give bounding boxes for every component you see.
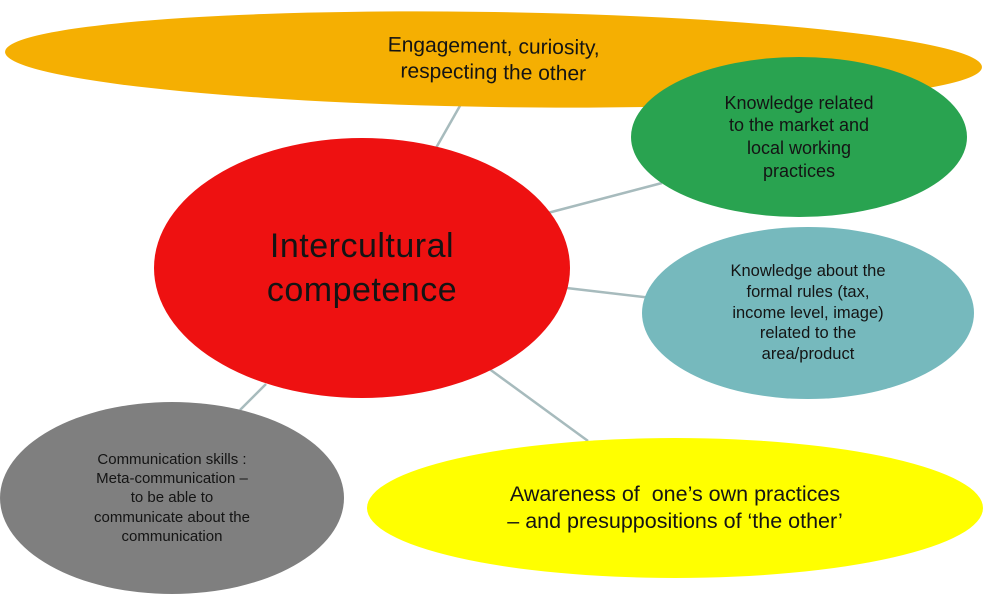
connector-center-to-market-knowledge	[539, 181, 663, 217]
node-awareness-label: Awareness of one’s own practices – and p…	[507, 481, 843, 533]
connector-center-to-communication-skills	[239, 383, 267, 411]
node-formal-rules-knowledge-label: Knowledge about the formal rules (tax, i…	[730, 261, 886, 364]
node-engagement-label: Engagement, curiosity, respecting the ot…	[387, 33, 600, 85]
connector-center-to-formal-rules	[557, 285, 653, 300]
node-communication-skills-label: Communication skills : Meta-communicatio…	[94, 451, 250, 545]
node-market-knowledge-label: Knowledge related to the market and loca…	[724, 92, 874, 181]
node-awareness: Awareness of one’s own practices – and p…	[367, 438, 983, 578]
node-formal-rules-knowledge: Knowledge about the formal rules (tax, i…	[642, 227, 974, 399]
central-node-label: Intercultural competence	[266, 226, 458, 309]
node-communication-skills: Communication skills : Meta-communicatio…	[0, 402, 344, 594]
node-market-knowledge: Knowledge related to the market and loca…	[631, 57, 967, 217]
central-node: Intercultural competence	[154, 138, 570, 398]
connector-center-to-engagement	[430, 96, 467, 156]
connector-center-to-awareness	[487, 366, 589, 443]
